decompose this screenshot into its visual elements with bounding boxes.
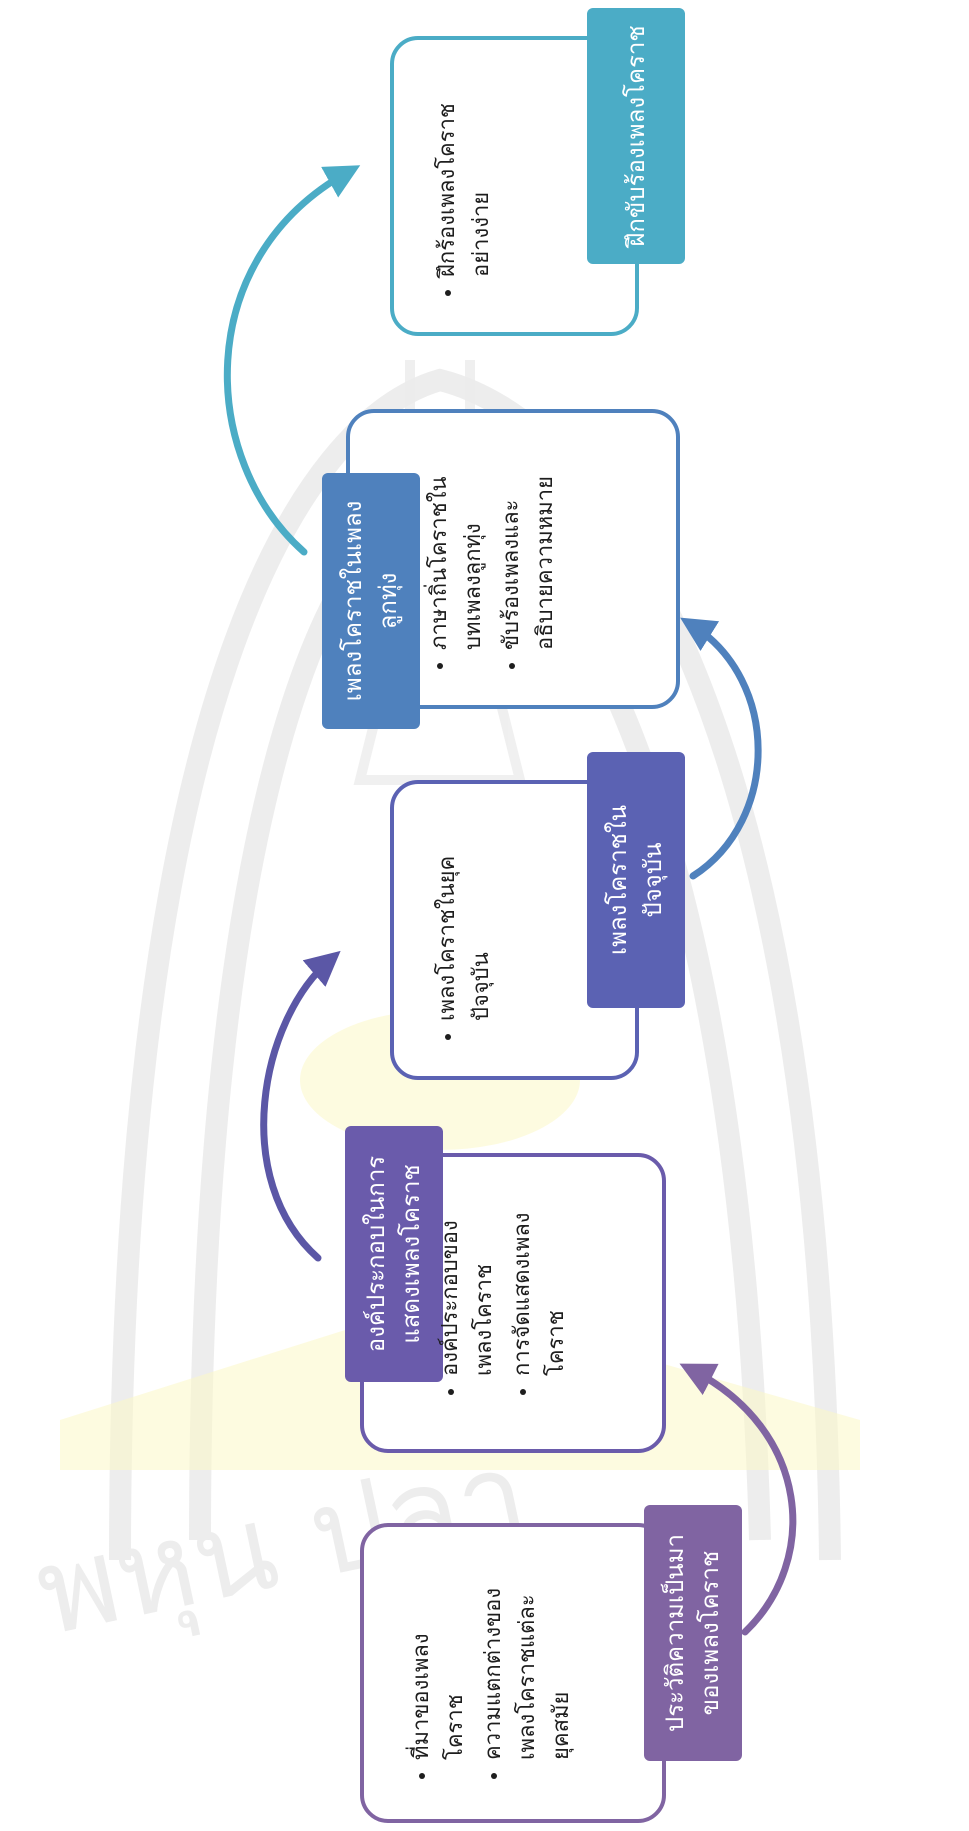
stage-1-title-box — [644, 1505, 742, 1761]
stage-3-title: เพลงโคราชใน ปัจจุบัน — [587, 752, 685, 1008]
stage-4-title: เพลงโคราชในเพลง ลูกทุ่ง — [322, 473, 420, 729]
stage-1-title-line-2: ของเพลงโคราช — [696, 1550, 724, 1716]
stage-4-title-box — [322, 473, 420, 729]
stage-4-bullet-2: ขับร้องเพลงและ อธิบายความหมาย — [495, 476, 563, 650]
stage-4-bullet-1: ภาษาถิ่นโคราชใน บทเพลงลูกทุ่ง — [423, 476, 491, 651]
stage-3-title-line-1: เพลงโคราชใน — [604, 804, 633, 956]
stage-3-bullet-1: เพลงโคราชในยุค ปัจจุบัน — [431, 856, 499, 1021]
stage-5-bullets: ฝึกร้องเพลงโคราช อย่างง่าย — [413, 73, 593, 323]
stage-2-bullet-2: การจัดแสดงเพลง โคราช — [506, 1212, 574, 1376]
stage-1-bullets: ที่มาของเพลง โคราช ความแตกต่างของ เพลงโค… — [381, 1536, 631, 1802]
stage-1-title: ประวัติความเป็นมา ของเพลงโคราช — [644, 1505, 742, 1761]
stage-1-bullet-2: ความแตกต่างของ เพลงโคราชแต่ละ ยุคสมัย — [477, 1588, 579, 1760]
stage-2-title-line-1: องค์ประกอบในการ — [362, 1155, 391, 1353]
arrow-3-to-4 — [680, 617, 762, 880]
stage-1-title-line-1: ประวัติความเป็นมา — [661, 1533, 690, 1733]
stage-4-title-line-2: ลูกทุ่ง — [374, 572, 402, 630]
stage-2-bullet-1: องค์ประกอบของ เพลงโคราช — [434, 1212, 502, 1376]
arrow-2-to-3 — [260, 950, 341, 1262]
stage-5-title: ฝึกขับร้องเพลงโคราช — [587, 8, 685, 264]
arrow-1-to-2 — [679, 1363, 797, 1636]
arrow-4-to-5 — [223, 165, 361, 556]
stage-4-title-line-1: เพลงโคราชในเพลง — [339, 500, 368, 702]
stage-5-title-line-1: ฝึกขับร้องเพลงโคราช — [621, 25, 650, 247]
stage-3-title-box — [587, 752, 685, 1008]
stage-2-bullets: องค์ประกอบของ เพลงโคราช การจัดแสดงเพลง โ… — [416, 1152, 646, 1418]
stage-4-bullets: ภาษาถิ่นโคราชใน บทเพลงลูกทุ่ง ขับร้องเพล… — [407, 422, 657, 692]
stage-2-title-box — [345, 1126, 443, 1382]
stage-1-bullet-1: ที่มาของเพลง โคราช — [405, 1588, 473, 1760]
stage-5-title-box — [587, 8, 685, 264]
stage-5-bullet-1: ฝึกร้องเพลงโคราช อย่างง่าย — [431, 103, 499, 277]
stage-3-bullets: เพลงโคราชในยุค ปัจจุบัน — [413, 817, 593, 1067]
stage-3-title-line-2: ปัจจุบัน — [639, 842, 667, 918]
